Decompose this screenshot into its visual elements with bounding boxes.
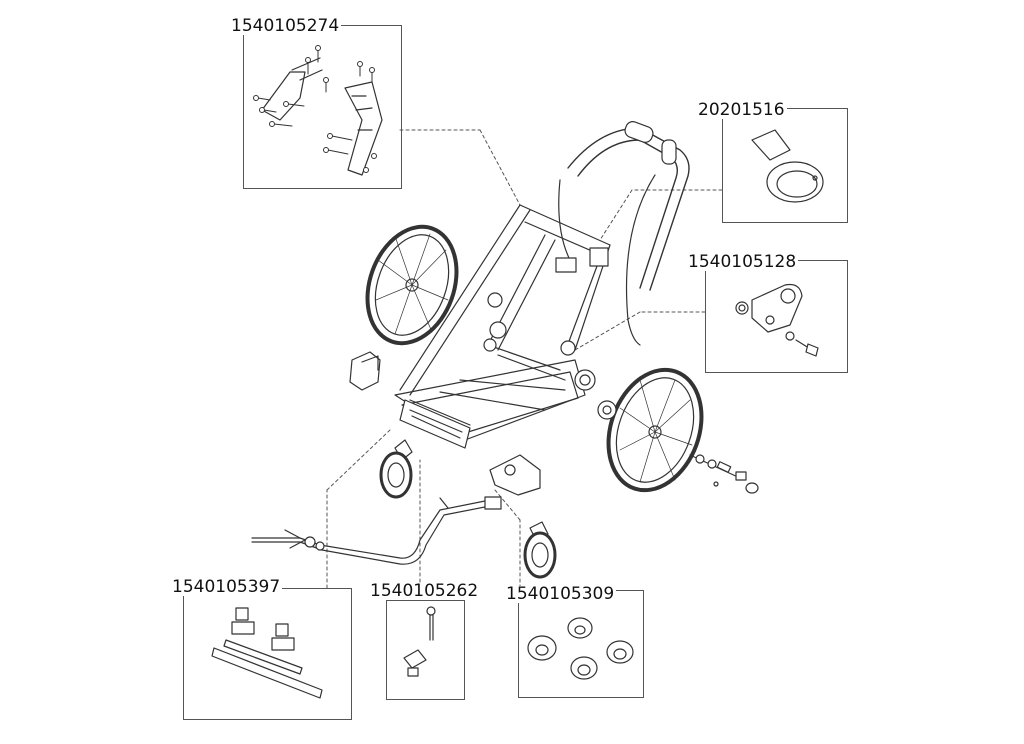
loose-parts — [349, 351, 617, 496]
callout-box-hitch-strips — [183, 588, 352, 720]
callout-box-wheel-caps — [518, 590, 644, 698]
tow-bar — [251, 496, 502, 565]
hub-plate-part — [735, 283, 819, 357]
callout-box-brake-lever — [722, 108, 848, 223]
wheel-cap-parts — [527, 617, 634, 680]
part-number-mount-brackets: 1540105274 — [229, 16, 342, 36]
stroller-frame — [394, 121, 690, 449]
brake-lever-part — [751, 129, 824, 203]
part-number-wheel-hub-plate: 1540105128 — [686, 252, 799, 272]
hitch-strip-parts — [211, 607, 323, 699]
part-number-axle-pin: 1540105262 — [368, 581, 481, 601]
bracket-parts — [253, 45, 383, 176]
callout-box-axle-pin — [386, 600, 465, 700]
callout-box-wheel-hub-plate — [705, 260, 848, 373]
right-rear-wheel — [606, 367, 759, 494]
front-swivel-wheels — [379, 439, 557, 579]
part-number-brake-lever: 20201516 — [696, 100, 787, 120]
callout-box-mount-brackets — [243, 25, 402, 189]
leader-lines — [326, 129, 723, 589]
part-number-wheel-caps: 1540105309 — [504, 584, 617, 604]
part-number-hitch-strips: 1540105397 — [170, 577, 283, 597]
left-rear-wheel — [365, 224, 459, 346]
axle-pin-part — [403, 606, 436, 677]
